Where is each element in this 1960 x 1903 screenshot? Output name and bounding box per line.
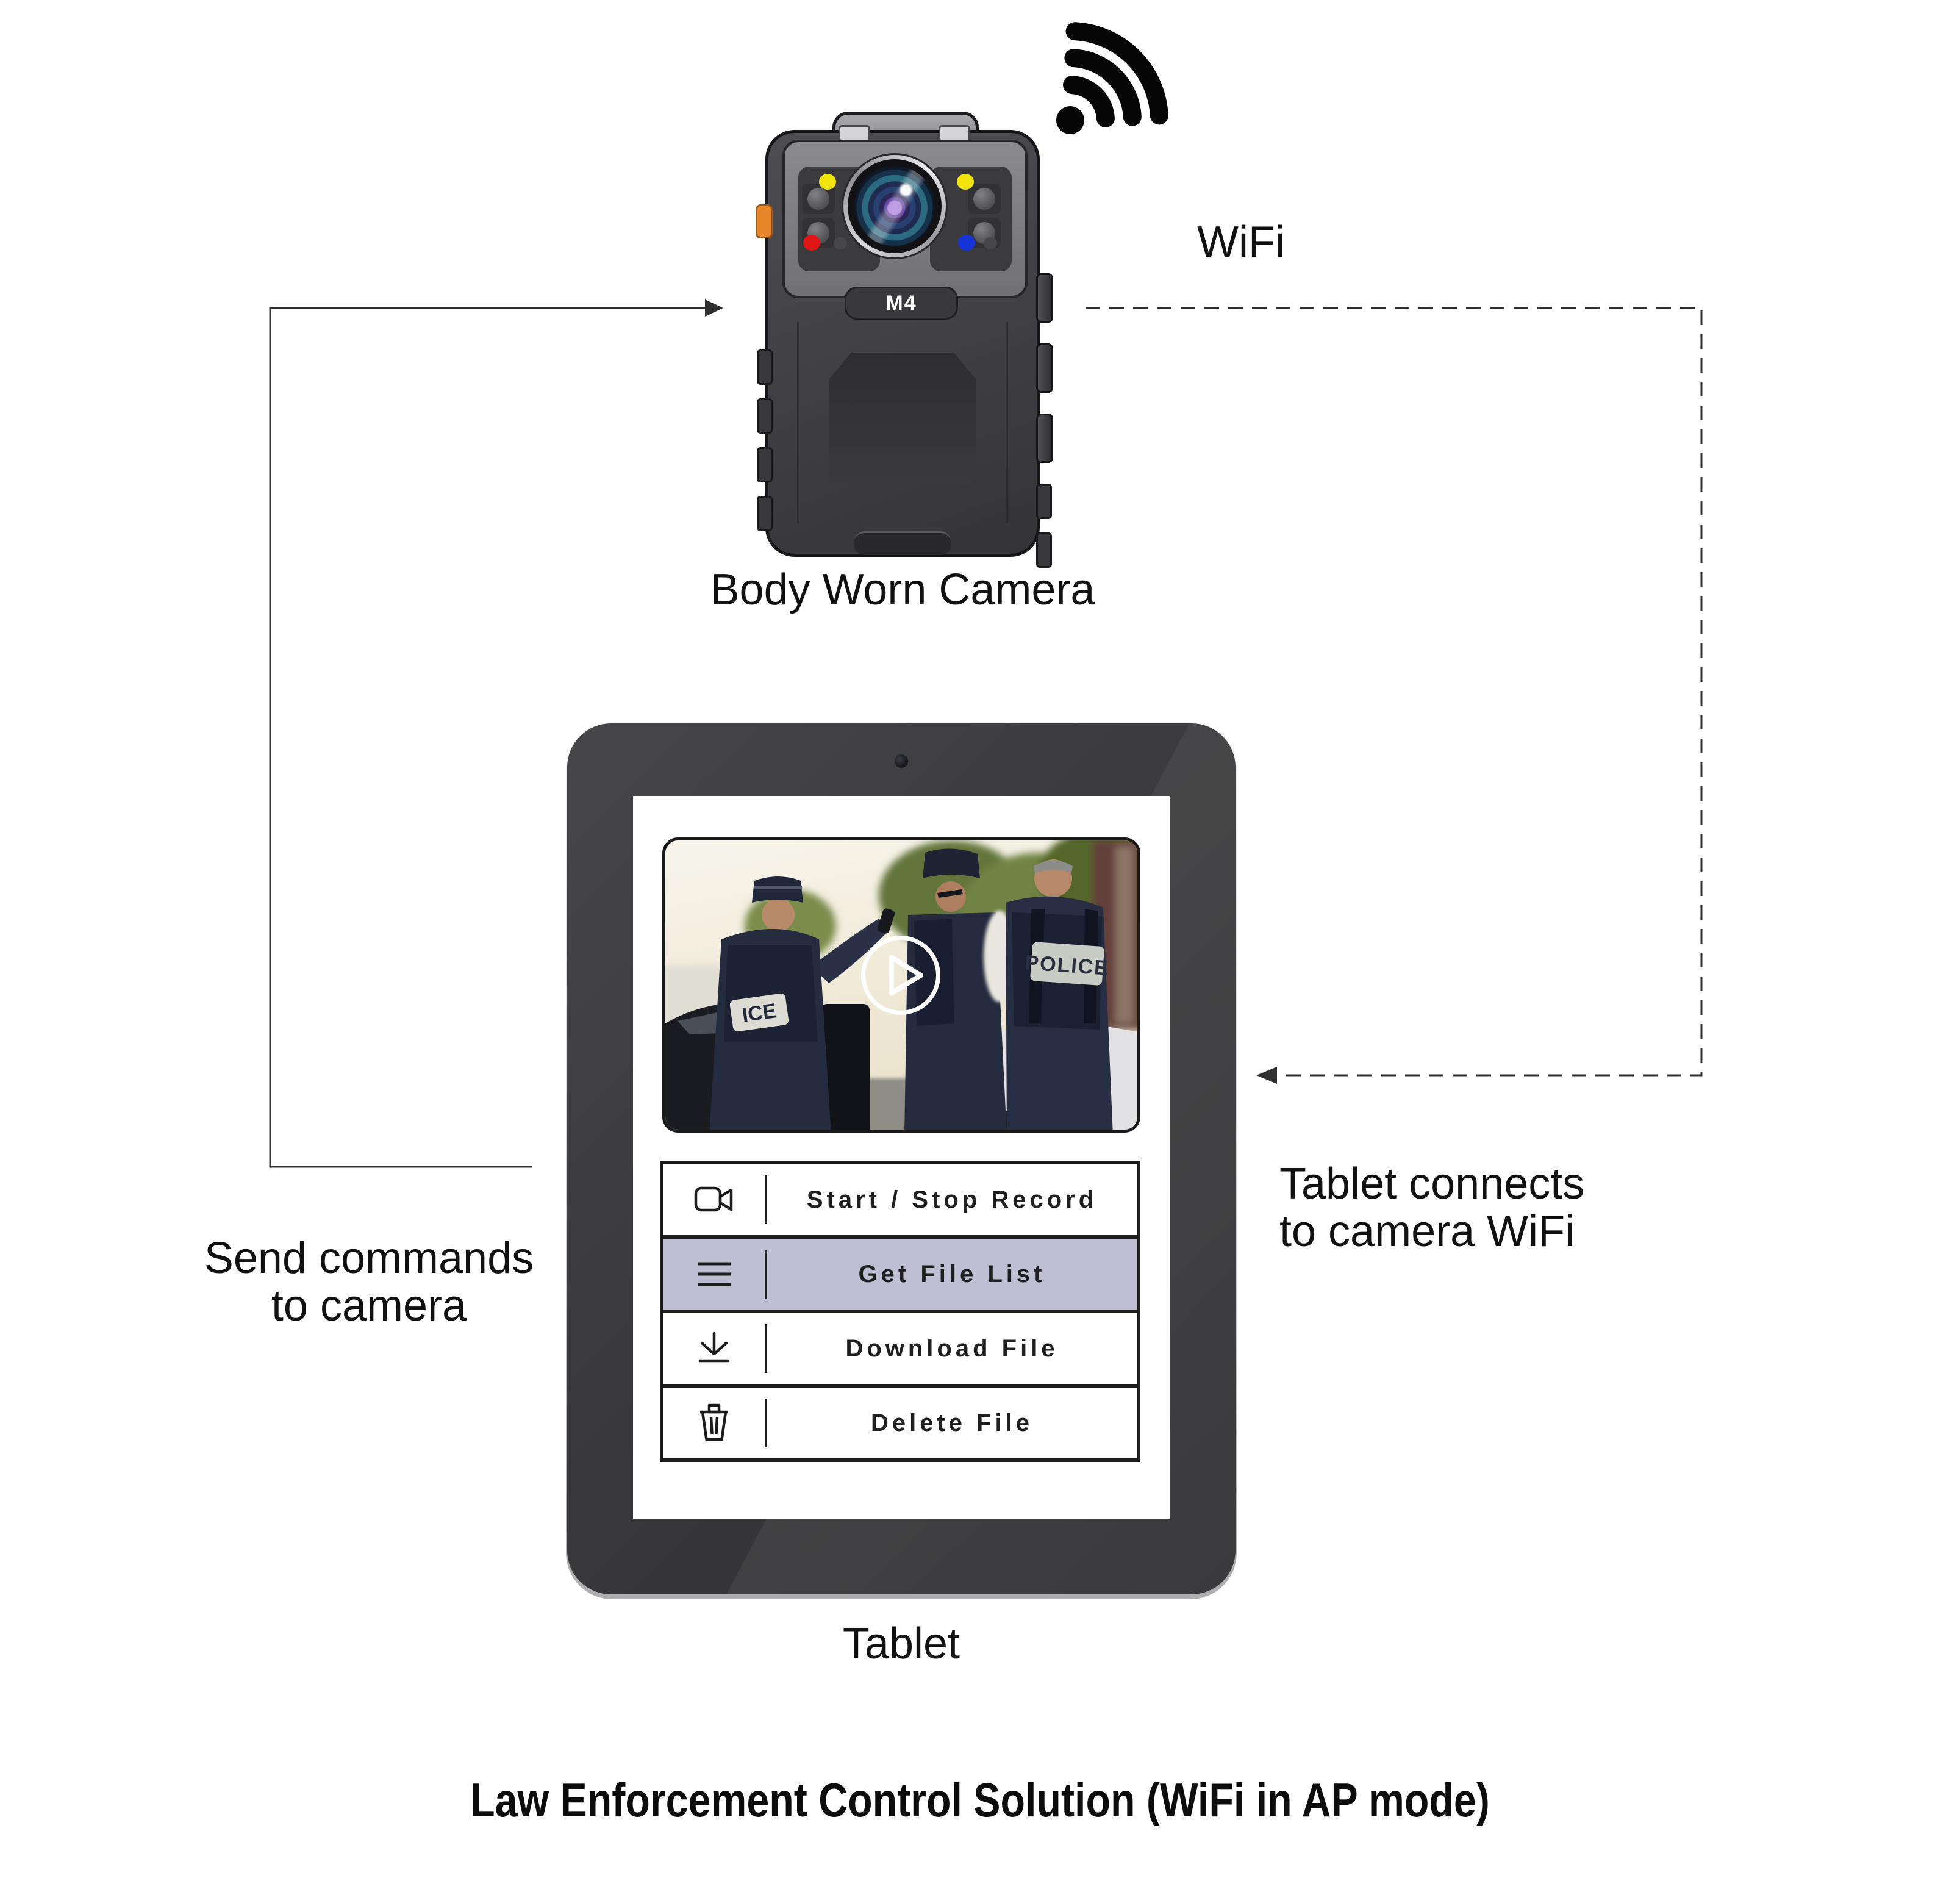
status-led-blue — [958, 235, 975, 251]
tablet-connects-label: Tablet connects to camera WiFi — [1279, 1160, 1706, 1255]
camera-side-rib — [1036, 532, 1052, 568]
tablet-connects-line1: Tablet connects — [1279, 1159, 1585, 1208]
wifi-signal-icon — [1056, 22, 1168, 134]
camera-command-menu: Start / Stop Record Get File List — [660, 1161, 1140, 1462]
camera-side-rib — [757, 496, 773, 531]
menu-divider — [765, 1250, 767, 1299]
camera-model-badge: M4 — [845, 287, 958, 320]
camera-side-rib — [1036, 484, 1052, 519]
light-sensor-dot — [834, 237, 847, 249]
camera-model-text: M4 — [885, 291, 917, 315]
camera-display-area — [829, 353, 976, 484]
send-commands-label: Send commands to camera — [149, 1235, 588, 1330]
body-worn-camera-label: Body Worn Camera — [710, 565, 1095, 614]
send-commands-line1: Send commands — [204, 1234, 534, 1283]
police-officer-left: ICE — [709, 876, 895, 1130]
play-icon — [889, 955, 924, 996]
menu-item-get-file-list[interactable]: Get File List — [663, 1239, 1137, 1313]
tablet-screen: ICE — [633, 796, 1170, 1519]
camera-alarm-button — [756, 204, 773, 238]
trash-icon — [700, 1403, 728, 1441]
menu-divider — [765, 1175, 767, 1224]
camera-seam-line — [797, 322, 799, 523]
video-camera-icon — [694, 1186, 733, 1212]
camera-seam-line — [1006, 322, 1008, 523]
status-led-yellow — [957, 174, 974, 190]
play-button[interactable] — [861, 936, 940, 1015]
menu-item-label: Get File List — [858, 1260, 1046, 1288]
camera-lens — [843, 155, 946, 257]
menu-item-label: Start / Stop Record — [806, 1186, 1098, 1213]
tablet-front-camera-dot — [895, 754, 908, 768]
light-sensor-dot — [984, 237, 997, 249]
arrowhead-to-tablet — [1256, 1067, 1277, 1084]
body-worn-camera: M4 — [756, 112, 1053, 568]
menu-item-label: Delete File — [870, 1409, 1034, 1436]
camera-side-button — [1036, 273, 1053, 323]
ir-emitter-icon — [968, 184, 1001, 214]
menu-divider — [765, 1324, 767, 1373]
camera-side-button — [1036, 414, 1053, 463]
send-commands-line2: to camera — [271, 1281, 467, 1330]
video-thumbnail-image: ICE — [665, 840, 1137, 1130]
camera-side-button — [1036, 343, 1053, 393]
status-led-yellow — [819, 174, 836, 190]
menu-divider — [765, 1399, 767, 1447]
svg-text:ICE: ICE — [740, 999, 778, 1027]
send-commands-line — [269, 307, 705, 1167]
menu-item-delete-file[interactable]: Delete File — [663, 1388, 1137, 1458]
tablet-connects-line2: to camera WiFi — [1279, 1207, 1575, 1256]
wifi-dashed-line — [1086, 307, 1703, 1077]
tablet-label: Tablet — [842, 1619, 960, 1668]
download-icon — [698, 1331, 730, 1363]
video-thumbnail: ICE — [662, 837, 1140, 1133]
menu-item-start-stop-record[interactable]: Start / Stop Record — [663, 1164, 1137, 1239]
menu-item-label: Download File — [845, 1335, 1059, 1362]
camera-side-rib — [757, 447, 773, 482]
camera-bottom-notch — [854, 531, 951, 555]
menu-item-download-file[interactable]: Download File — [663, 1313, 1137, 1388]
ir-emitter-icon — [802, 184, 835, 214]
arrowhead-to-camera — [705, 299, 723, 317]
camera-side-rib — [757, 349, 773, 385]
diagram-caption: Law Enforcement Control Solution (WiFi i… — [470, 1773, 1490, 1827]
file-list-icon — [698, 1262, 731, 1286]
status-led-red — [803, 235, 820, 251]
camera-side-rib — [757, 398, 773, 434]
police-officer-right: POLICE — [1006, 859, 1113, 1130]
wifi-label: WiFi — [1197, 218, 1285, 267]
